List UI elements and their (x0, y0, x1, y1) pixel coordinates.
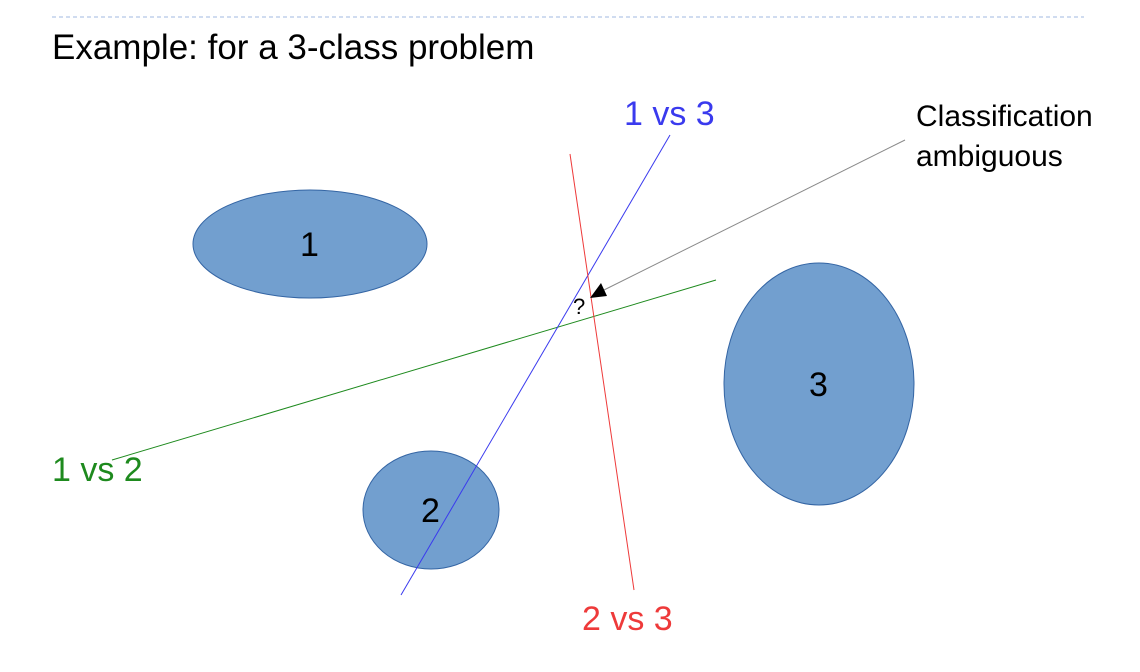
class-label-1: 1 (300, 226, 319, 264)
boundary-label-1vs2: 1 vs 2 (52, 451, 143, 489)
class-region-3 (723, 262, 915, 506)
boundary-line-2vs3 (569, 153, 635, 591)
class-region-1 (192, 189, 428, 299)
class-region-2 (362, 450, 500, 570)
annotation-arrowhead (590, 283, 607, 298)
boundary-label-2vs3: 2 vs 3 (582, 600, 673, 638)
boundary-label-1vs3: 1 vs 3 (624, 95, 715, 133)
annotation-arrow-line (603, 139, 906, 291)
class-label-3: 3 (809, 366, 828, 404)
page-title: Example: for a 3-class problem (52, 28, 535, 67)
class-label-2: 2 (421, 492, 440, 530)
ambiguous-marker: ? (573, 294, 586, 319)
annotation-text-line1: Classification (916, 100, 1093, 133)
annotation-text-line2: ambiguous (916, 140, 1063, 173)
boundary-line-1vs2 (111, 279, 717, 461)
boundary-line-1vs3 (400, 134, 671, 596)
